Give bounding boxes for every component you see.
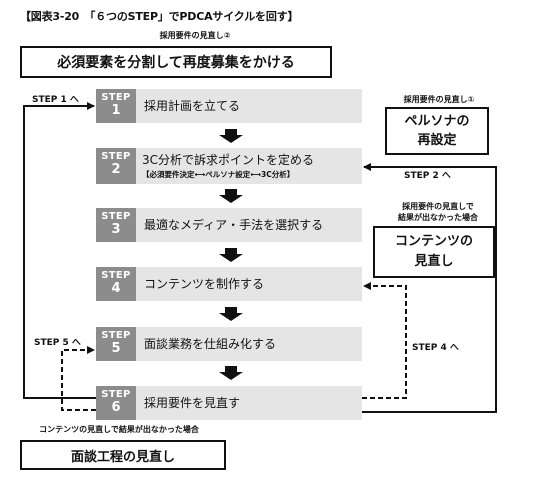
step-3: STEP 3 最適なメディア・手法を選択する bbox=[96, 208, 362, 242]
step-4-number: 4 bbox=[111, 281, 121, 296]
step-6-badge: STEP 6 bbox=[96, 386, 136, 420]
step-2-subtext: 【必須要件決定⟷ペルソナ設定⟷3C分析】 bbox=[142, 170, 295, 179]
step-5-word: STEP bbox=[101, 330, 131, 341]
right-box1-line1: ペルソナの bbox=[404, 114, 470, 129]
right-box-contents: コンテンツの 見直し bbox=[373, 226, 495, 278]
right-box2-caption: 採用要件の見直しで 結果が出なかった場合 bbox=[378, 201, 498, 223]
step-6-word: STEP bbox=[101, 389, 131, 400]
down-arrow-4 bbox=[219, 307, 243, 321]
down-arrow-1 bbox=[219, 129, 243, 143]
loop-step2-line bbox=[362, 163, 497, 413]
step-5-badge: STEP 5 bbox=[96, 327, 136, 361]
step-2: STEP 2 3C分析で訴求ポイントを定める 【必須要件決定⟷ペルソナ設定⟷3C… bbox=[96, 148, 362, 184]
bottom-box: 面談工程の見直し bbox=[20, 440, 226, 470]
label-step2: STEP 2 へ bbox=[404, 171, 451, 181]
bottom-caption: コンテンツの見直しで結果が出なかった場合 bbox=[39, 425, 199, 434]
step-5: STEP 5 面談業務を仕組み化する bbox=[96, 327, 362, 361]
loop-step1-line bbox=[23, 102, 96, 399]
down-arrow-2 bbox=[219, 189, 243, 203]
step-1: STEP 1 採用計画を立てる bbox=[96, 89, 362, 123]
loop-step4-line bbox=[362, 282, 407, 399]
step-2-number: 2 bbox=[111, 162, 121, 177]
top-caption: 採用要件の見直し② bbox=[159, 31, 231, 40]
right-box2-line2: 見直し bbox=[414, 254, 454, 269]
right-box2-caption-line2: 結果が出なかった場合 bbox=[398, 213, 478, 222]
step-3-badge: STEP 3 bbox=[96, 208, 136, 242]
step-5-text: 面談業務を仕組み化する bbox=[144, 337, 277, 351]
step-6-number: 6 bbox=[111, 400, 121, 415]
right-box-persona: ペルソナの 再設定 bbox=[385, 107, 489, 155]
step-2-badge: STEP 2 bbox=[96, 148, 136, 184]
step-6-text: 採用要件を見直す bbox=[144, 396, 241, 410]
top-box: 必須要素を分割して再度募集をかける bbox=[20, 46, 332, 78]
step-3-number: 3 bbox=[111, 222, 121, 237]
step-3-text: 最適なメディア・手法を選択する bbox=[144, 218, 324, 232]
right-box1-caption: 採用要件の見直し① bbox=[403, 95, 475, 104]
top-box-text: 必須要素を分割して再度募集をかける bbox=[57, 55, 295, 71]
step-1-text: 採用計画を立てる bbox=[144, 99, 241, 113]
step-2-text: 3C分析で訴求ポイントを定める bbox=[142, 153, 315, 167]
bottom-box-text: 面談工程の見直し bbox=[70, 449, 175, 465]
down-arrow-3 bbox=[219, 248, 243, 262]
step-6: STEP 6 採用要件を見直す bbox=[96, 386, 362, 420]
figure-title: 【図表3-20 「６つのSTEP」でPDCAサイクルを回す】 bbox=[20, 10, 299, 23]
step-3-word: STEP bbox=[101, 211, 131, 222]
down-arrow-5 bbox=[219, 366, 243, 380]
step-4: STEP 4 コンテンツを制作する bbox=[96, 267, 362, 301]
right-box2-line1: コンテンツの bbox=[394, 234, 473, 249]
step-1-word: STEP bbox=[101, 92, 131, 103]
right-box1-line2: 再設定 bbox=[417, 133, 457, 148]
label-step4: STEP 4 へ bbox=[412, 343, 459, 353]
right-box2-caption-line1: 採用要件の見直しで bbox=[402, 202, 474, 211]
label-step5: STEP 5 へ bbox=[34, 338, 81, 348]
loop-step5-line bbox=[61, 346, 96, 411]
label-step1: STEP 1 へ bbox=[32, 95, 79, 105]
step-2-word: STEP bbox=[101, 151, 131, 162]
step-4-badge: STEP 4 bbox=[96, 267, 136, 301]
step-4-word: STEP bbox=[101, 270, 131, 281]
step-1-number: 1 bbox=[111, 103, 121, 118]
step-5-number: 5 bbox=[111, 341, 121, 356]
step-1-badge: STEP 1 bbox=[96, 89, 136, 123]
step-4-text: コンテンツを制作する bbox=[144, 277, 265, 291]
down-arrows bbox=[219, 129, 243, 380]
